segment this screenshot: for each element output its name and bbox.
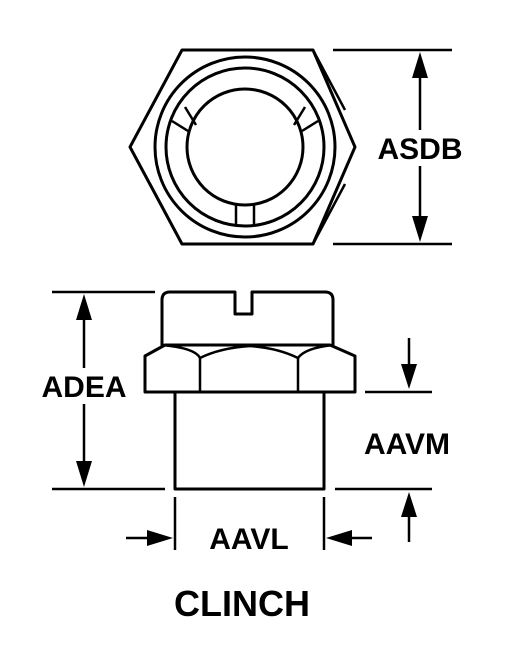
aavm-label: AAVM [364,428,450,461]
hex-body [143,343,357,394]
diagram-caption: CLINCH [174,583,310,624]
adea-dimension: ADEA [36,290,165,491]
ring-slots [171,106,319,226]
side-view [143,290,357,491]
aavl-dimension: AAVL [126,497,372,556]
adea-label: ADEA [41,371,126,404]
top-view [128,48,357,246]
hex-outline-top [128,48,357,246]
inner-bore [185,87,305,207]
hex-chamfer-lines [148,49,347,245]
shank [173,390,326,491]
aavl-label: AAVL [209,523,288,556]
aavm-dimension: AAVM [335,338,450,542]
hex-facets [161,343,334,392]
asdb-label: ASDB [377,133,462,166]
middle-ring [164,66,326,228]
asdb-dimension: ASDB [333,48,468,246]
outer-ring [153,55,337,239]
cap-outline [160,290,335,347]
